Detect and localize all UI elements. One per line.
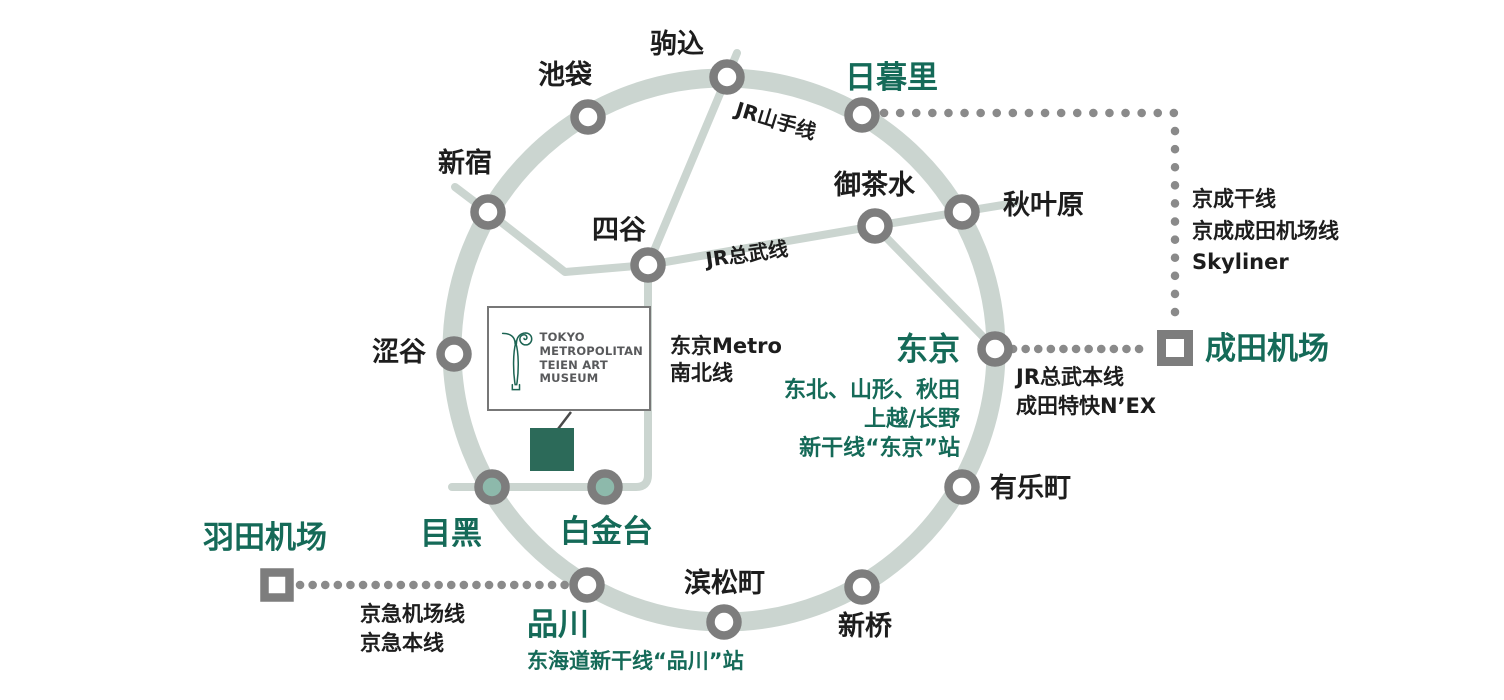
label-metro-namboku-line: 东京Metro xyxy=(670,334,782,358)
museum-location-marker xyxy=(530,428,574,471)
label-keisei-lines: 京成干线京成成田机场线 Skyliner xyxy=(1192,184,1339,279)
narita-airport-marker xyxy=(1157,330,1193,366)
label-keisei-lines-line: 京成干线 xyxy=(1192,187,1276,211)
museum-logo-line: TOKYO xyxy=(539,330,585,345)
station-shinjuku xyxy=(470,194,506,230)
label-tokyo-shinkansen-line: 东北、山形、秋田 xyxy=(783,378,960,403)
label-ochanomizu: 御茶水 xyxy=(834,170,915,201)
station-shinagawa xyxy=(569,567,605,603)
label-shimbashi: 新桥 xyxy=(838,611,892,642)
station-shirokanedai xyxy=(587,469,623,505)
label-tokyo-shinkansen: 东北、山形、秋田上越/长野新干线“东京”站 xyxy=(784,376,960,463)
station-akihabara xyxy=(944,194,980,230)
station-shibuya xyxy=(436,336,472,372)
station-ochanomizu xyxy=(857,208,893,244)
museum-connector-line xyxy=(557,411,572,430)
label-hamamatsucho: 滨松町 xyxy=(684,568,765,599)
label-shinagawa: 品川 xyxy=(527,607,589,643)
label-nippori: 日暮里 xyxy=(845,60,938,96)
label-tokyo-shinkansen-line: 上越/长野 xyxy=(863,407,960,433)
chuo-line xyxy=(871,222,999,353)
label-keisei-lines-line: Skyliner xyxy=(1192,250,1289,274)
station-nippori xyxy=(844,97,880,133)
label-keikyu-lines-line: 京急机场线 xyxy=(360,602,465,626)
label-keikyu-lines-line: 京急本线 xyxy=(360,631,444,656)
namboku-line-south xyxy=(448,261,652,491)
station-hamamatsucho xyxy=(706,604,742,640)
museum-logo-line: MUSEUM xyxy=(539,371,599,386)
label-komagome: 驹込 xyxy=(650,29,704,60)
label-keikyu-lines: 京急机场线京急本线 xyxy=(360,600,465,659)
label-sobu-main-nex-line: JR总武本线 xyxy=(1016,365,1124,389)
label-shinjuku: 新宿 xyxy=(438,148,492,179)
museum-logo-line: METROPOLITAN xyxy=(539,343,643,358)
station-meguro xyxy=(474,469,510,505)
label-yurakucho: 有乐町 xyxy=(990,473,1071,504)
haneda-airport-marker xyxy=(260,568,294,602)
museum-logo-box: TOKYO METROPOLITAN TEIEN ART MUSEUM xyxy=(487,306,651,411)
label-tokyo-shinkansen-line: 新干线“东京”站 xyxy=(799,436,960,462)
station-tokyo xyxy=(977,331,1013,367)
label-meguro: 目黑 xyxy=(420,516,482,552)
label-shirokanedai: 白金台 xyxy=(560,514,653,550)
label-keisei-lines-line: 京成成田机场线 xyxy=(1192,218,1339,243)
museum-logo-line: TEIEN ART xyxy=(539,357,608,372)
label-sobu-main-nex: JR总武本线成田特快N’EX xyxy=(1016,363,1156,421)
label-tokaido-shinkansen: 东海道新干线“品川”站 xyxy=(527,649,744,673)
station-yotsuya xyxy=(630,247,666,283)
label-metro-namboku-line: 南北线 xyxy=(670,360,733,385)
teien-museum-logo-icon xyxy=(501,331,533,390)
label-ikebukuro: 池袋 xyxy=(538,60,592,91)
label-narita-airport: 成田机场 xyxy=(1205,331,1329,367)
label-yotsuya: 四谷 xyxy=(592,215,646,246)
label-haneda-airport: 羽田机场 xyxy=(203,520,327,556)
station-shimbashi xyxy=(844,569,880,605)
label-akihabara: 秋叶原 xyxy=(1003,190,1084,221)
station-ikebukuro xyxy=(570,99,606,135)
station-komagome xyxy=(709,59,745,95)
label-tokyo: 东京 xyxy=(895,330,960,368)
label-sobu-main-nex-line: 成田特快N’EX xyxy=(1016,393,1157,418)
label-shibuya: 涩谷 xyxy=(372,337,426,368)
station-yurakucho xyxy=(944,469,980,505)
museum-logo-text: TOKYO METROPOLITAN TEIEN ART MUSEUM xyxy=(540,331,643,385)
